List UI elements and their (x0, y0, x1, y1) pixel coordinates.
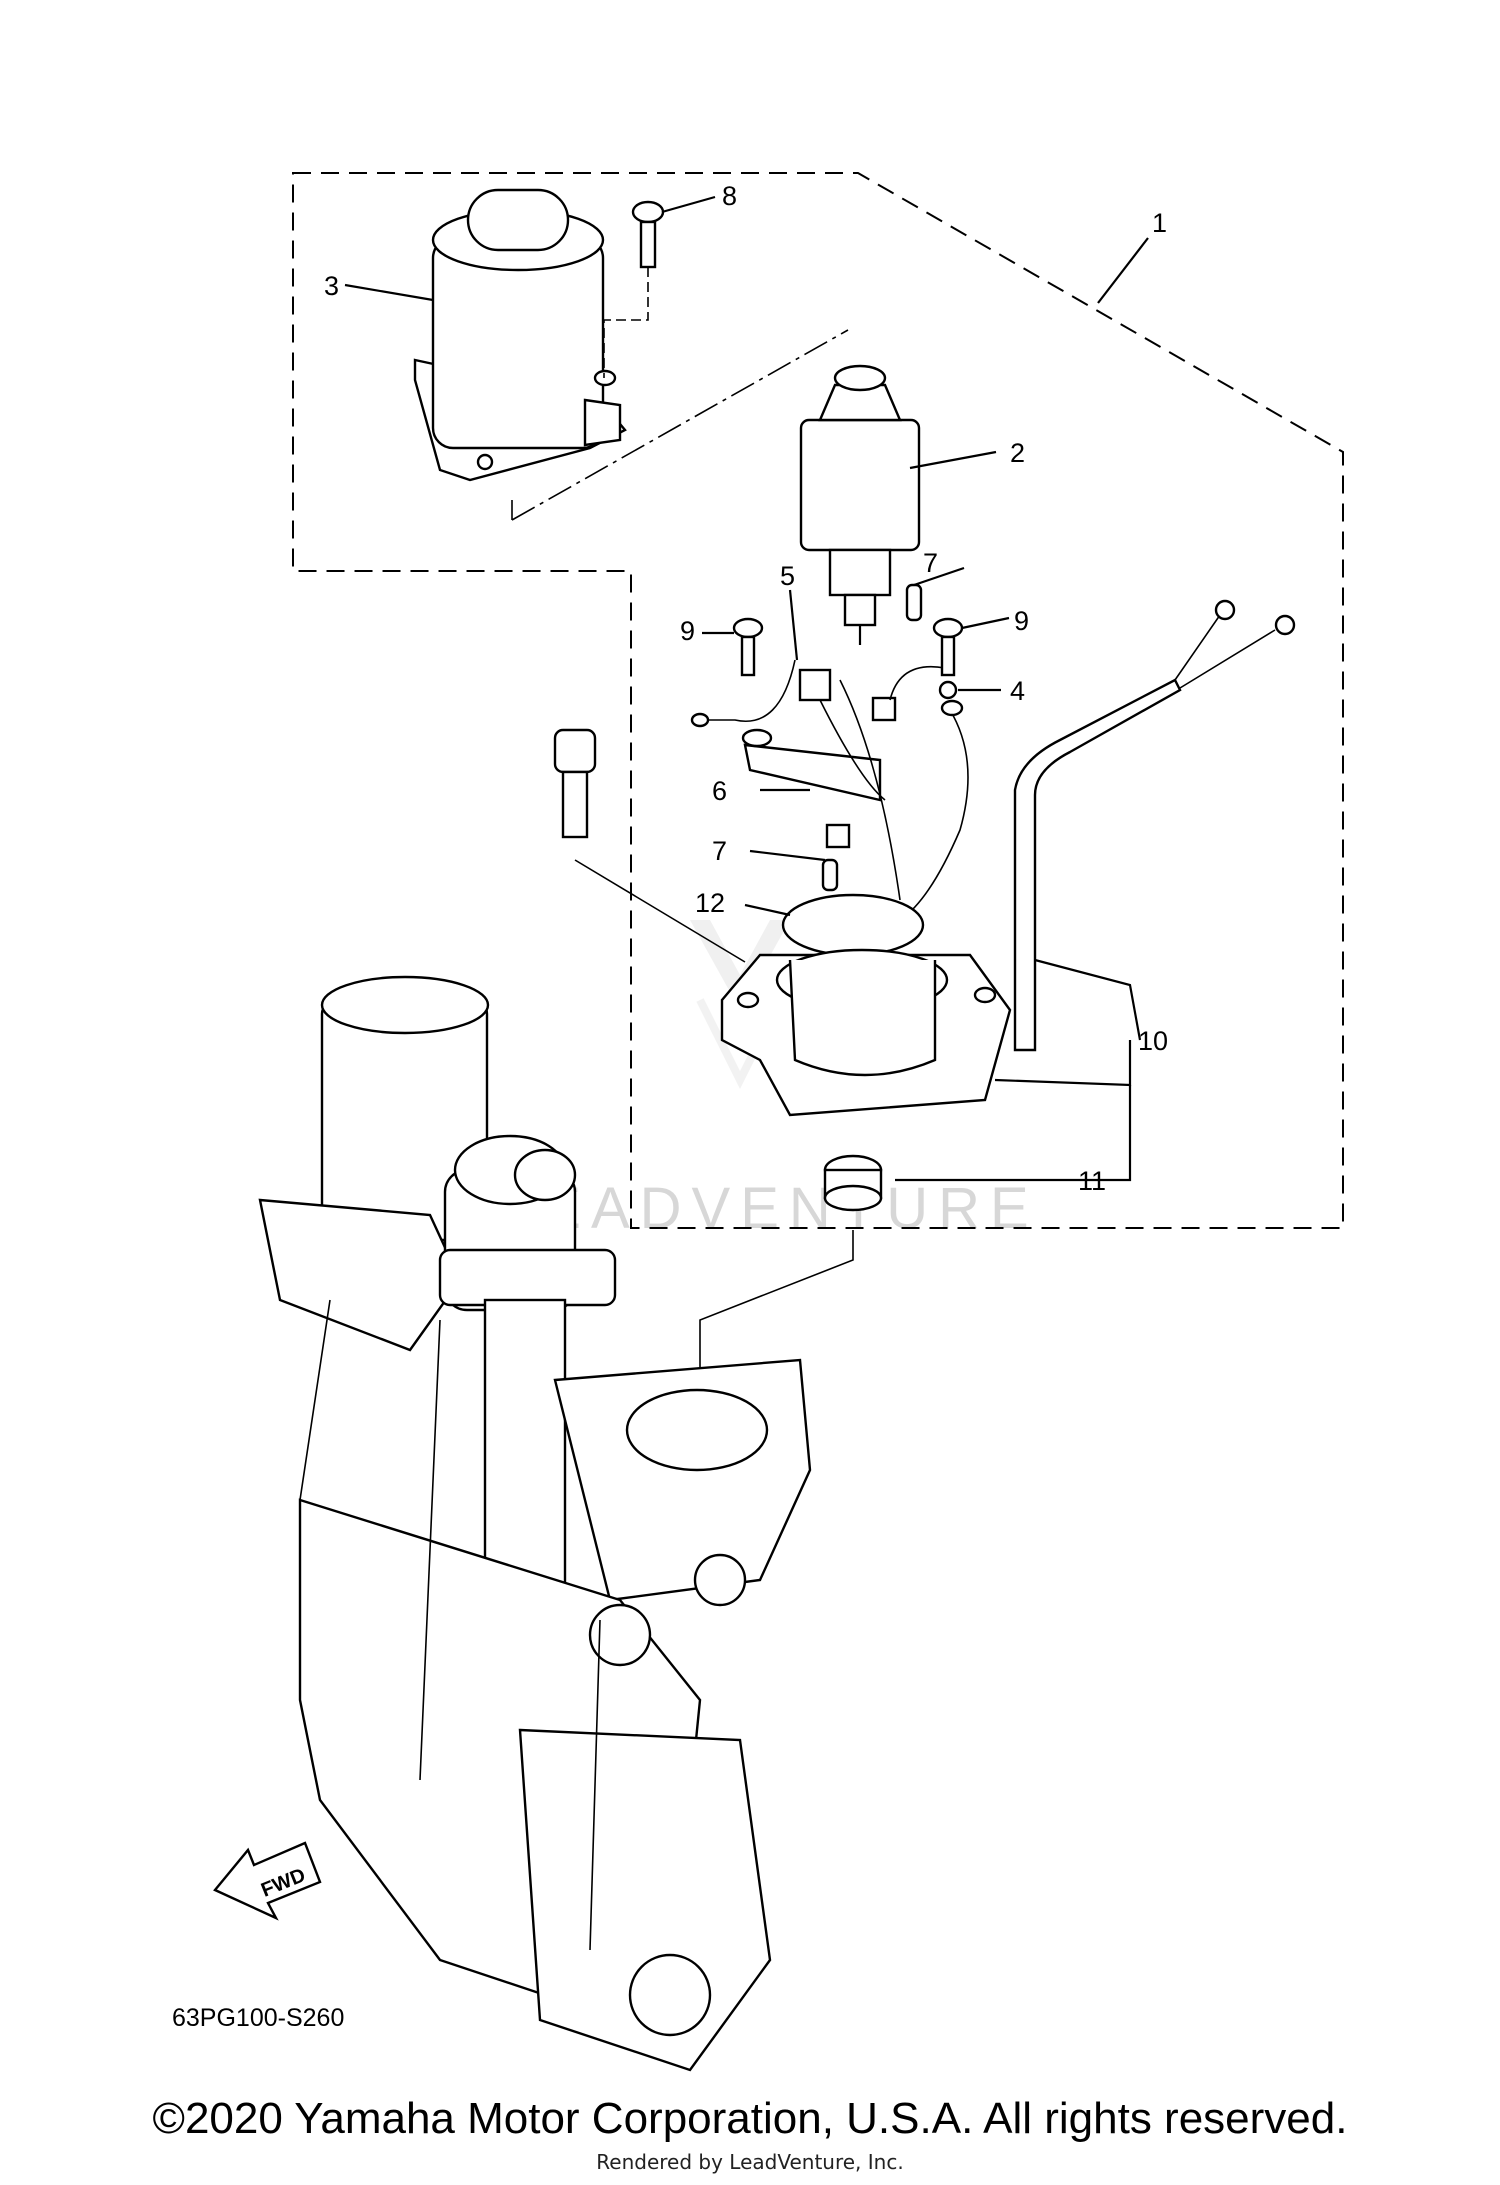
copyright-notice: ©2020 Yamaha Motor Corporation, U.S.A. A… (152, 2094, 1348, 2143)
callout-7-top: 7 (923, 548, 938, 578)
brush-holder-assembly (690, 583, 969, 921)
trim-tilt-unit (258, 975, 812, 2072)
rendered-by-note: Rendered by LeadVenture, Inc. (596, 2150, 904, 2174)
part-8-screw (603, 200, 665, 378)
callout-11: 11 (1078, 1166, 1106, 1196)
callout-4: 4 (1010, 676, 1025, 706)
callout-9-right: 9 (1014, 606, 1029, 636)
part-12-oring (781, 893, 925, 957)
watermark-text: LEADVENTURE (500, 1176, 1039, 1241)
leader-lines (344, 195, 1149, 1182)
watermark: LEADVENTURE (500, 920, 1039, 1241)
callout-5: 5 (780, 561, 795, 591)
part-3-motor (413, 188, 627, 482)
callout-10: 10 (1138, 1026, 1168, 1056)
bolt-leader-line (574, 859, 746, 963)
callout-2: 2 (1010, 438, 1025, 468)
callout-12: 12 (695, 888, 725, 918)
callout-8: 8 (722, 181, 737, 211)
callout-labels: 1 2 3 4 5 6 7 7 8 9 9 10 11 12 (324, 181, 1168, 1196)
kit-boundary (292, 172, 1344, 1229)
part-9-screw-left (732, 617, 764, 677)
callout-6: 6 (712, 776, 727, 806)
grommet-leader-line (699, 1230, 854, 1395)
fwd-arrow-icon: FWD (213, 1841, 322, 1921)
callout-1: 1 (1152, 208, 1167, 238)
callout-7-bottom: 7 (712, 836, 727, 866)
part-4-washer (938, 680, 958, 700)
part-2-armature (799, 364, 921, 645)
motor-axis-line (511, 329, 849, 521)
bolt-left (553, 728, 597, 839)
part-10-stator-base (720, 948, 1012, 1117)
part-11-grommet (823, 1154, 883, 1212)
diagram-code: 63PG100-S260 (172, 2004, 344, 2032)
callout-3: 3 (324, 271, 339, 301)
wire-harness (1013, 599, 1296, 1052)
callout-9-left: 9 (680, 616, 695, 646)
part-9-screw-right (932, 617, 964, 677)
